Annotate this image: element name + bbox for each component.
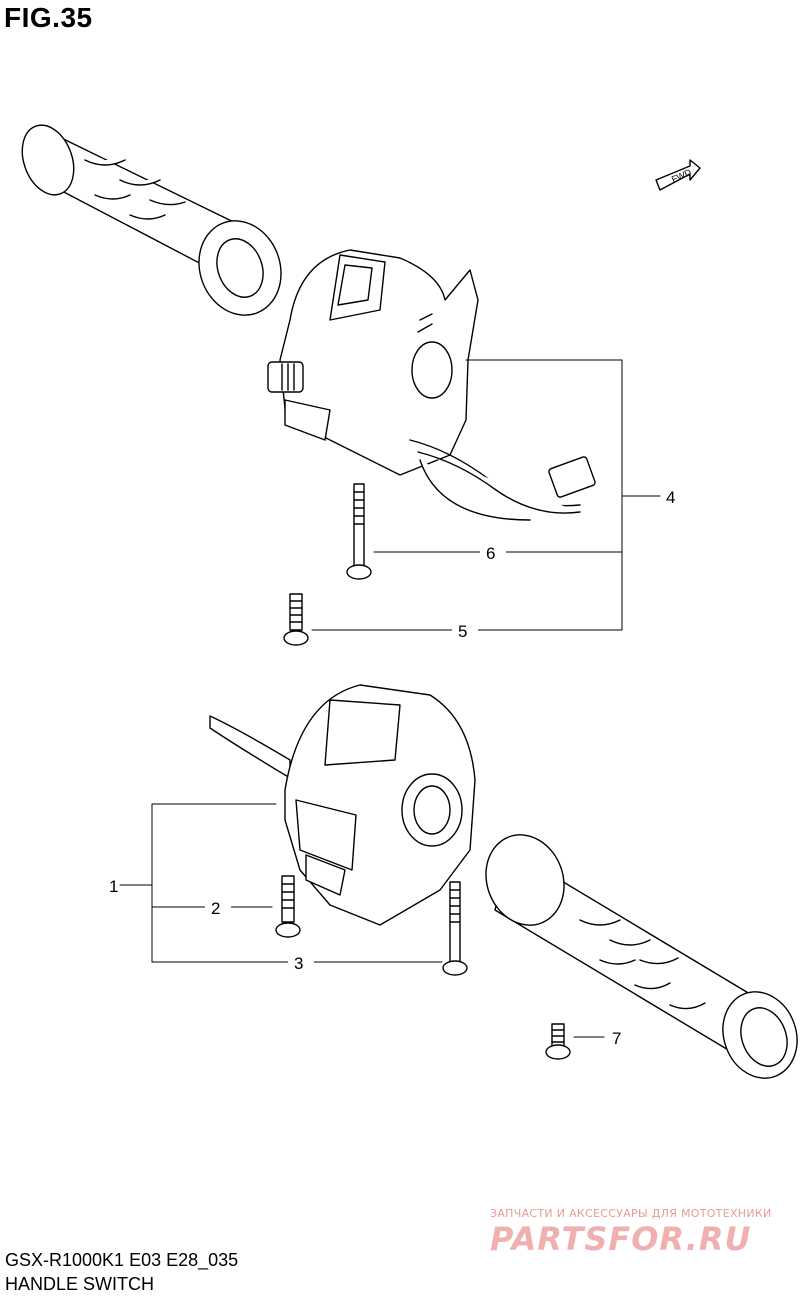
screw-long-3 — [442, 881, 468, 976]
right-handle-switch — [209, 684, 476, 926]
left-grip — [21, 124, 282, 316]
screw-long-6 — [346, 483, 372, 580]
right-grip — [485, 834, 798, 1079]
callout-1: 1 — [109, 877, 118, 896]
screw-short-2 — [275, 875, 301, 938]
callout-4: 4 — [666, 488, 675, 507]
watermark-tagline: ЗАПЧАСТИ И АКСЕССУАРЫ ДЛЯ МОТОТЕХНИКИ — [490, 1207, 772, 1220]
model-code: GSX-R1000K1 E03 E28_035 — [5, 1250, 239, 1270]
fwd-label: FWD — [670, 167, 693, 185]
callout-3: 3 — [294, 954, 303, 973]
screw-short-5 — [283, 593, 309, 646]
section-name: HANDLE SWITCH — [5, 1274, 155, 1294]
fwd-direction-marker: FWD — [655, 159, 701, 191]
left-handle-switch — [267, 249, 596, 521]
callout-2: 2 — [211, 899, 220, 918]
watermark-logo: PARTSFOR.RU — [490, 1220, 752, 1258]
screw-grip-7 — [545, 1023, 571, 1060]
callout-labels: 1 2 3 4 5 6 7 — [109, 488, 675, 1048]
figure-title: FIG.35 — [4, 2, 93, 33]
callout-5: 5 — [458, 622, 467, 641]
callout-7: 7 — [612, 1029, 621, 1048]
callout-6: 6 — [486, 544, 495, 563]
